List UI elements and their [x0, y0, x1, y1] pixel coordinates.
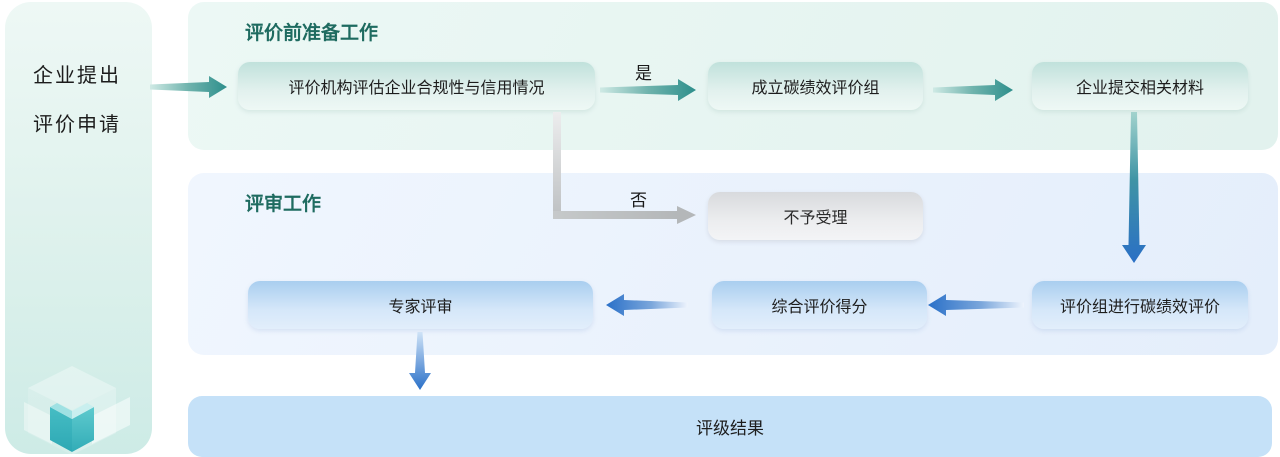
- node-carbon-performance-evaluation: 评价组进行碳绩效评价: [1032, 281, 1248, 329]
- branch-label-yes: 是: [635, 64, 652, 83]
- branch-label-no: 否: [630, 191, 647, 210]
- panel-preparation: 评价前准备工作 评价机构评估企业合规性与信用情况 成立碳绩效评价组 企业提交相关…: [188, 2, 1278, 150]
- node-submit-materials: 企业提交相关材料: [1032, 62, 1248, 110]
- node-compliance-check: 评价机构评估企业合规性与信用情况: [238, 62, 595, 110]
- sidebar-line-2: 评价申请: [33, 114, 121, 136]
- result-bar-label: 评级结果: [696, 419, 764, 438]
- node-form-evaluation-team: 成立碳绩效评价组: [708, 62, 923, 110]
- panel-review-title: 评审工作: [245, 194, 322, 215]
- sidebar: 企业提出 评价申请: [5, 2, 152, 454]
- sidebar-text: 企业提出 评价申请: [33, 52, 121, 150]
- node-overall-score: 综合评价得分: [712, 281, 927, 329]
- sidebar-line-1: 企业提出: [33, 65, 121, 87]
- node-reject: 不予受理: [708, 192, 923, 240]
- result-bar: 评级结果: [188, 396, 1272, 457]
- panel-review: 评审工作 不予受理 专家评审 综合评价得分 评价组进行碳绩效评价: [188, 173, 1278, 355]
- panel-preparation-title: 评价前准备工作: [245, 23, 379, 44]
- node-expert-review: 专家评审: [248, 281, 593, 329]
